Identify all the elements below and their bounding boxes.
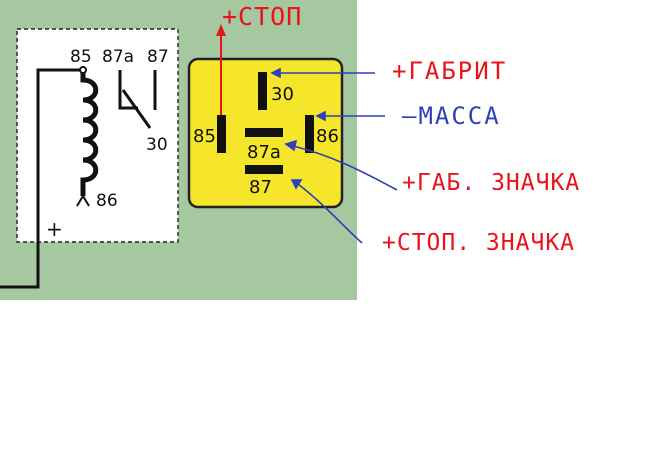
terminal-85-dot [79,66,87,74]
coil-icon [80,73,99,196]
annotation-gab-znachka-plus: +ГАБ. ЗНАЧКА [402,170,580,196]
blue-arrows [270,67,398,244]
schematic-label-85: 85 [70,47,92,67]
stop-arrow-head [216,24,226,36]
gab-znachka-arrow [292,145,398,191]
annotation-stop-znachka-plus: +СТОП. ЗНАЧКА [382,230,575,256]
pin-30-blade [258,72,267,110]
relay-schematic: 85 87a 87 30 86 + [0,28,179,289]
schematic-label-87: 87 [147,47,169,67]
massa-arrow-head [315,110,326,122]
relay-label-87: 87 [249,177,272,198]
gab-znachka-arrow-head [284,139,298,152]
gabarit-arrow-head [270,67,281,79]
stop-znachka-arrow-head [290,179,303,190]
switch-arm [121,89,152,129]
contact-87a-line [118,70,138,110]
pin-87a-blade [245,128,283,137]
annotation-gabarit-plus: +ГАБРИТ [392,57,507,85]
stop-znachka-arrow [297,183,363,244]
pin-86-blade [305,115,314,153]
relay-label-87a: 87a [247,142,281,163]
relay-label-85: 85 [193,126,216,147]
relay-label-86: 86 [316,126,339,147]
supply-wire [0,68,80,289]
schematic-label-30: 30 [146,135,168,155]
relay-label-30: 30 [271,84,294,105]
schematic-label-86: 86 [96,191,118,211]
terminal-86-fork-icon [76,194,90,207]
pin-87-blade [245,165,283,174]
relay-pinout: 30 85 86 87a 87 [187,57,344,209]
stop-arrow [216,24,226,115]
pin-85-blade [217,115,226,153]
schematic-box [16,28,179,243]
schematic-label-87a: 87a [102,47,134,67]
annotation-massa-minus: —МАССА [402,102,501,130]
schematic-plus-sign: + [46,217,63,241]
annotation-stop-plus: +СТОП [222,2,302,31]
